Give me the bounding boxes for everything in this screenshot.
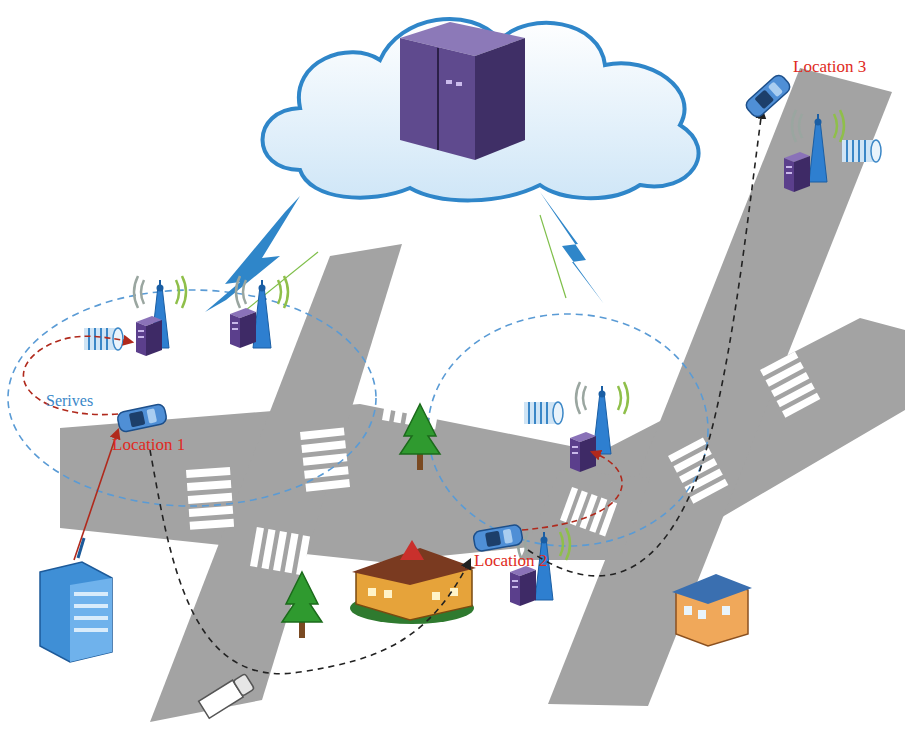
house-building-part	[698, 610, 706, 619]
coverage-area	[428, 314, 708, 546]
data-disk	[842, 140, 881, 162]
crosswalks-part	[668, 437, 728, 503]
school-building-part	[432, 592, 440, 600]
trajectory	[150, 450, 470, 674]
office-building-part	[70, 578, 112, 662]
location-label: Location 3	[793, 58, 866, 77]
tree	[282, 572, 322, 638]
crosswalks	[186, 351, 820, 606]
location-label: Location 1	[112, 436, 185, 455]
office-building-part	[74, 604, 108, 608]
wireless-link-part	[540, 192, 604, 304]
cloud-server-part	[400, 38, 475, 160]
road	[520, 470, 650, 560]
house-building-part	[672, 574, 752, 604]
location-label: Location 2	[474, 552, 547, 571]
cloud-server-part	[446, 80, 452, 84]
crosswalks-part	[760, 351, 820, 417]
trajectory	[528, 110, 762, 576]
vehicle	[116, 403, 167, 433]
offload-arrow	[522, 452, 622, 530]
wireless-link-part	[205, 196, 300, 312]
office-building-part	[74, 616, 108, 620]
office-building-part	[74, 628, 108, 632]
road	[150, 244, 402, 722]
cloud-server-part	[456, 82, 462, 86]
truck	[199, 673, 255, 719]
school-building-part	[384, 590, 392, 598]
office-building-part	[74, 592, 108, 596]
edge-server	[510, 566, 536, 606]
cloud-server-part	[437, 48, 439, 150]
school-building-part	[400, 540, 424, 560]
data-disk	[524, 402, 563, 424]
office-building-part	[40, 562, 112, 662]
edge-server	[784, 152, 810, 192]
service-label: Serives	[46, 392, 93, 410]
house-building-part	[684, 606, 692, 615]
crosswalks-part	[250, 527, 310, 575]
vehicle	[743, 73, 792, 120]
crosswalks-part	[560, 487, 617, 536]
school-building-part	[368, 588, 376, 596]
offload-arrow	[74, 430, 118, 560]
truck-part	[233, 674, 254, 697]
edge-server	[136, 316, 162, 356]
wireless-link-part	[540, 215, 566, 298]
crosswalks-part	[186, 467, 234, 530]
cloud-server-part	[475, 38, 525, 160]
wireless-link-part	[236, 252, 318, 318]
cloud-server	[400, 22, 525, 160]
edge-server	[230, 308, 256, 348]
cloud-part	[263, 19, 699, 200]
tree	[400, 404, 440, 470]
house-building	[672, 574, 752, 646]
house-building-part	[722, 606, 730, 615]
office-building	[40, 538, 112, 662]
school-building	[350, 540, 476, 624]
coverage-area	[8, 290, 376, 506]
offload-arrow	[23, 336, 132, 414]
vehicle	[473, 524, 524, 552]
cloud	[263, 19, 699, 200]
